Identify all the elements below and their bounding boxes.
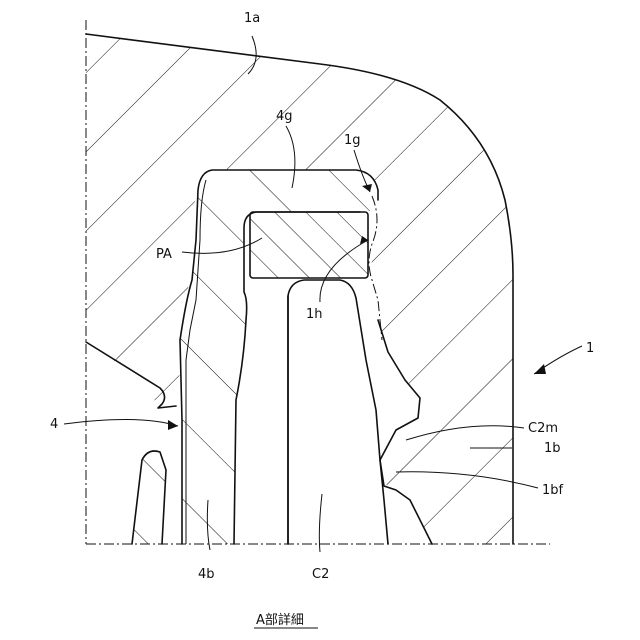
label-1b: 1b <box>544 441 561 456</box>
leader-C2 <box>319 494 322 552</box>
insert-PA <box>250 212 368 278</box>
label-C2: C2 <box>312 567 329 582</box>
label-1a: 1a <box>244 11 260 26</box>
label-PA: PA <box>156 247 172 262</box>
leader-4 <box>64 419 178 426</box>
label-1h: 1h <box>306 307 323 322</box>
label-1bf: 1bf <box>542 483 564 498</box>
arrow-4 <box>168 420 178 430</box>
label-C2m: C2m <box>528 421 558 436</box>
figure-caption: A部詳細 <box>256 612 304 628</box>
arrow-1 <box>534 364 546 374</box>
label-4: 4 <box>50 417 58 432</box>
label-1: 1 <box>586 341 594 356</box>
label-4g: 4g <box>276 109 293 124</box>
label-1g: 1g <box>344 133 361 148</box>
part-C2-outline <box>288 280 388 544</box>
label-4b: 4b <box>198 567 215 582</box>
